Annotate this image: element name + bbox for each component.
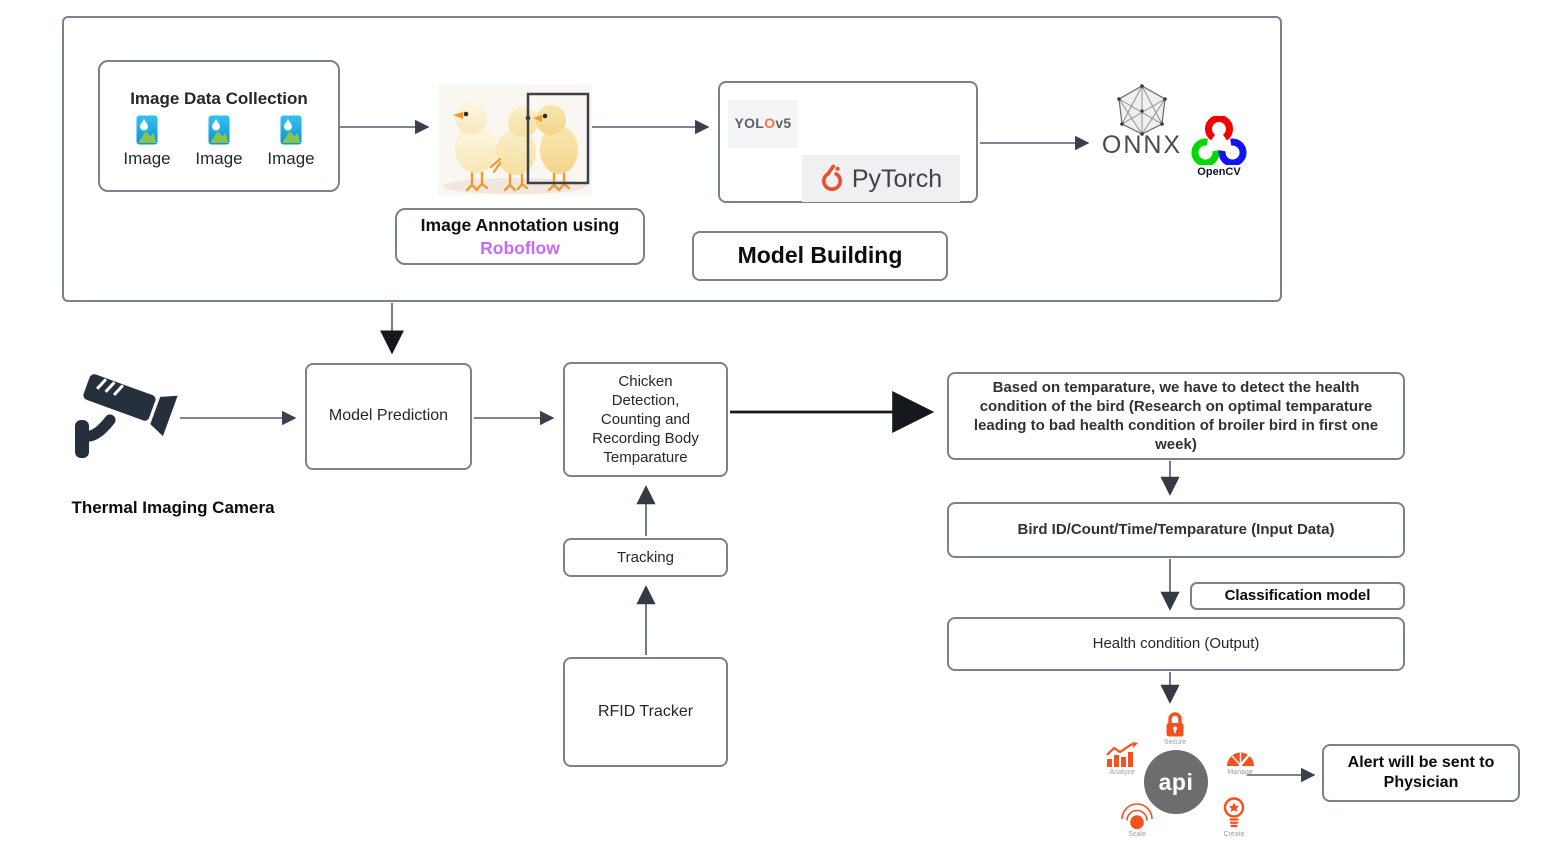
model-building-label: Model Building bbox=[737, 242, 903, 269]
api-feature-scale: Scale bbox=[1115, 796, 1159, 838]
image-icon bbox=[280, 115, 302, 145]
image-icons-row: Image Image Image bbox=[111, 115, 327, 170]
image-annotation-box: Image Annotation using Roboflow bbox=[395, 208, 645, 265]
yolo-pytorch-box: YOLOv5 PyTorch bbox=[718, 81, 978, 203]
gauge-icon bbox=[1227, 752, 1254, 767]
lightbulb-icon bbox=[1223, 797, 1245, 828]
opencv-icon bbox=[1191, 116, 1247, 165]
chicken-detection-label: Chicken Detection, Counting and Recordin… bbox=[592, 372, 699, 467]
pytorch-label: PyTorch bbox=[851, 164, 943, 193]
api-hub-circle: api bbox=[1144, 750, 1208, 814]
health-note-box: Based on temparature, we have to detect … bbox=[947, 372, 1405, 460]
thermal-camera-label: Thermal Imaging Camera bbox=[71, 498, 275, 517]
scale-ripple-icon bbox=[1121, 803, 1153, 830]
yolov5-logo: YOLOv5 bbox=[728, 100, 798, 148]
api-feature-manage: Manage bbox=[1218, 746, 1262, 776]
image-data-collection-title: Image Data Collection bbox=[130, 89, 308, 109]
onnx-mesh-icon bbox=[1117, 84, 1167, 136]
model-prediction-label: Model Prediction bbox=[328, 407, 449, 425]
health-output-label: Health condition (Output) bbox=[1092, 635, 1260, 653]
image-label: Image bbox=[195, 149, 243, 168]
thermal-camera-icon bbox=[75, 374, 178, 458]
api-hub-label: api bbox=[1158, 768, 1194, 795]
input-data-label: Bird ID/Count/Time/Temparature (Input Da… bbox=[1017, 521, 1335, 539]
tracking-label: Tracking bbox=[617, 548, 674, 566]
opencv-label: OpenCV bbox=[1197, 166, 1241, 178]
model-building-frame bbox=[62, 16, 1282, 302]
input-data-box: Bird ID/Count/Time/Temparature (Input Da… bbox=[947, 502, 1405, 558]
api-feature-label: Secure bbox=[1163, 739, 1187, 746]
image-label: Image bbox=[123, 149, 171, 168]
model-building-label-box: Model Building bbox=[692, 231, 948, 281]
image-label: Image bbox=[267, 149, 315, 168]
opencv-logo: OpenCV bbox=[1189, 116, 1249, 178]
api-feature-analyze: Analyze bbox=[1100, 742, 1144, 776]
alert-label: Alert will be sent to Physician bbox=[1347, 753, 1495, 791]
chicks-photo bbox=[438, 85, 592, 195]
chicken-detection-box: Chicken Detection, Counting and Recordin… bbox=[563, 362, 728, 477]
classification-model-label: Classification model bbox=[1224, 587, 1371, 605]
pytorch-logo: PyTorch bbox=[802, 155, 960, 202]
tracking-box: Tracking bbox=[563, 538, 728, 577]
annotation-bounding-box bbox=[526, 92, 590, 185]
api-feature-secure: Secure bbox=[1155, 710, 1195, 746]
image-data-collection-box: Image Data Collection Image Image bbox=[98, 60, 340, 192]
analytics-chart-icon bbox=[1106, 742, 1138, 767]
api-feature-label: Create bbox=[1223, 831, 1245, 838]
model-prediction-box: Model Prediction bbox=[305, 363, 472, 470]
health-note-text: Based on temparature, we have to detect … bbox=[973, 378, 1379, 454]
api-feature-label: Analyze bbox=[1109, 769, 1135, 776]
alert-box: Alert will be sent to Physician bbox=[1322, 744, 1520, 802]
image-icon bbox=[208, 115, 230, 145]
rfid-tracker-box: RFID Tracker bbox=[563, 657, 728, 767]
classification-model-box: Classification model bbox=[1190, 582, 1405, 610]
api-feature-create: Create bbox=[1212, 796, 1256, 838]
lock-icon bbox=[1166, 712, 1184, 737]
annotation-text: Image Annotation using bbox=[420, 215, 620, 236]
onnx-label: ONNX bbox=[1101, 131, 1183, 159]
image-icon bbox=[136, 115, 158, 145]
rfid-tracker-label: RFID Tracker bbox=[597, 702, 694, 720]
pytorch-flame-icon bbox=[821, 164, 842, 191]
api-feature-label: Scale bbox=[1128, 831, 1146, 838]
roboflow-label: Roboflow bbox=[480, 237, 560, 258]
health-output-box: Health condition (Output) bbox=[947, 617, 1405, 671]
api-feature-label: Manage bbox=[1227, 769, 1253, 776]
